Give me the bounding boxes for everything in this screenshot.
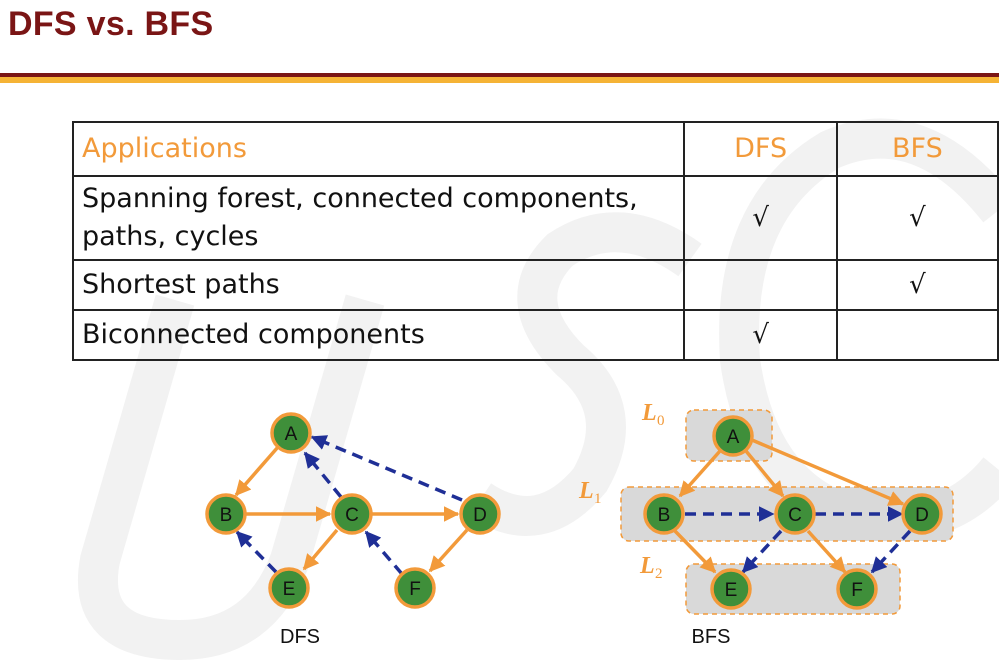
- bfs-edge-b-e: [673, 529, 717, 574]
- bfs-node-f: F: [836, 568, 878, 610]
- dfs-backedge-d-a: [310, 435, 463, 502]
- level-subscript: 2: [655, 566, 663, 582]
- bfs-level-label-2: L 2: [639, 553, 663, 582]
- node-label: C: [788, 505, 802, 526]
- node-label: D: [915, 505, 929, 526]
- table-row: Spanning forest, connected components, p…: [71, 175, 999, 261]
- bfs-node-c: C: [774, 493, 816, 535]
- dfs-node-d: D: [459, 493, 501, 535]
- dfs-node-c: C: [331, 493, 373, 535]
- application-text-line: Spanning forest, connected components,: [82, 183, 638, 214]
- node-label: D: [473, 505, 487, 526]
- bfs-edge-a-d: [751, 438, 905, 506]
- node-label: C: [345, 505, 359, 526]
- bfs-crossedge-c-e: [741, 529, 783, 574]
- page-title: DFS vs. BFS: [8, 5, 214, 43]
- node-label: B: [658, 505, 671, 526]
- bfs-check-cell: √: [835, 175, 999, 261]
- dfs-edge-c-e: [302, 528, 339, 571]
- table-header-row: Applications DFS BFS: [71, 121, 999, 177]
- level-subscript: 1: [594, 491, 602, 507]
- title-rule-gold: [0, 77, 999, 83]
- dfs-backedge-e-b: [235, 530, 278, 574]
- dfs-check-cell: √: [683, 175, 838, 261]
- dfs-node-a: A: [270, 412, 312, 454]
- bfs-node-a: A: [712, 415, 754, 457]
- header-bfs: BFS: [835, 121, 999, 177]
- table-row: Shortest paths √: [71, 259, 999, 311]
- dfs-node-f: F: [394, 567, 436, 609]
- level-letter: L: [639, 553, 655, 579]
- dfs-node-b: B: [205, 493, 247, 535]
- bfs-check-cell: [835, 309, 999, 361]
- level-letter: L: [641, 400, 657, 426]
- bfs-level-label-1: L 1: [578, 478, 602, 507]
- dfs-node-e: E: [268, 567, 310, 609]
- bfs-crossedge-d-f: [870, 529, 912, 574]
- bfs-edge-a-b: [678, 449, 722, 498]
- bfs-caption: BFS: [692, 626, 731, 648]
- application-text-line: paths, cycles: [82, 221, 259, 252]
- bfs-graph: L 0 L 1 L 2 A: [578, 400, 954, 648]
- header-dfs: DFS: [683, 121, 838, 177]
- application-cell: Biconnected components: [71, 309, 686, 361]
- application-cell: Spanning forest, connected components, p…: [71, 175, 686, 261]
- dfs-backedge-f-c: [364, 530, 404, 576]
- dfs-check-cell: [683, 259, 838, 311]
- node-label: E: [725, 580, 738, 601]
- bfs-level-label-0: L 0: [641, 400, 665, 429]
- dfs-check-cell: √: [683, 309, 838, 361]
- node-label: F: [851, 580, 863, 601]
- node-label: F: [409, 579, 421, 600]
- dfs-graph: A B C D E F DFS: [205, 412, 501, 648]
- bfs-check-cell: √: [835, 259, 999, 311]
- bfs-edge-a-c: [744, 449, 785, 498]
- title-rule-dark: [0, 73, 999, 77]
- applications-table: Applications DFS BFS Spanning forest, co…: [71, 121, 999, 361]
- dfs-backedge-c-a: [303, 451, 343, 499]
- bfs-node-b: B: [643, 493, 685, 535]
- node-label: E: [283, 579, 296, 600]
- dfs-caption: DFS: [280, 626, 320, 648]
- bfs-edge-c-f: [806, 529, 847, 574]
- node-label: B: [220, 505, 233, 526]
- bfs-node-d: D: [901, 493, 943, 535]
- node-label: A: [727, 427, 740, 448]
- dfs-edge-d-f: [428, 528, 469, 573]
- level-letter: L: [578, 478, 594, 504]
- level-subscript: 0: [657, 413, 665, 429]
- table-row: Biconnected components √: [71, 309, 999, 361]
- header-applications: Applications: [71, 121, 686, 177]
- bfs-node-e: E: [710, 568, 752, 610]
- node-label: A: [285, 424, 298, 445]
- application-cell: Shortest paths: [71, 259, 686, 311]
- dfs-edge-a-b: [234, 445, 280, 497]
